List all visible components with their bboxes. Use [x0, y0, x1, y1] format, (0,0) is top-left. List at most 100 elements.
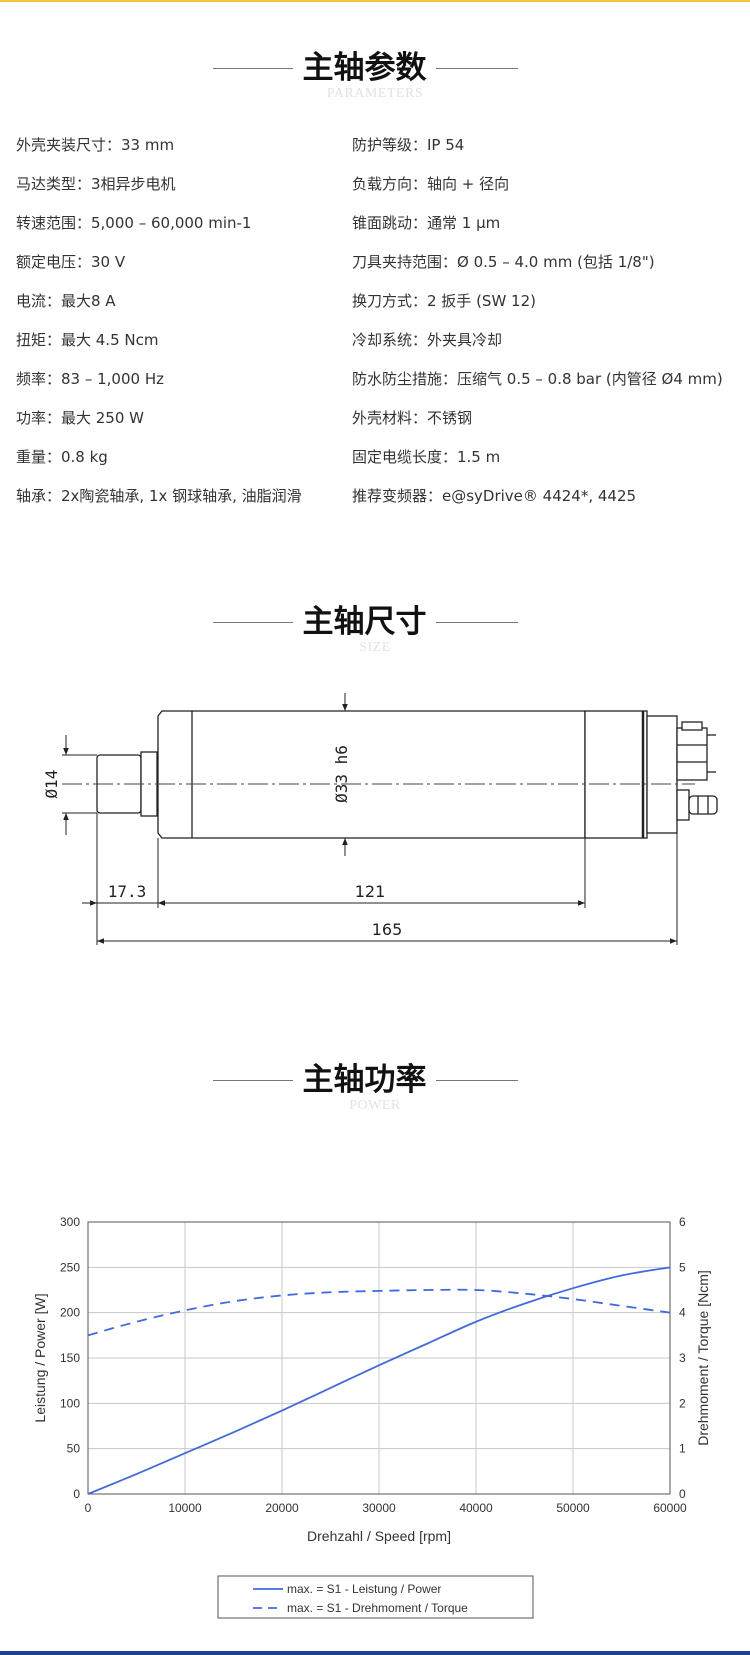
- y2-tick-label: 1: [679, 1442, 686, 1456]
- air-fitting-nozzle-shape: [688, 795, 718, 815]
- dim-label-nose-length: 17.3: [108, 882, 147, 901]
- chart-grid: [87, 1221, 671, 1495]
- param-left: 重量：0.8 kg: [16, 448, 108, 466]
- param-row: 轴承：2x陶瓷轴承, 1x 钢球轴承, 油脂润滑 推荐变频器：e@syDrive®…: [16, 483, 750, 522]
- y-tick-label: 50: [67, 1442, 81, 1456]
- param-right: 冷却系统：外夹具冷却: [352, 331, 503, 349]
- param-row: 功率：最大 250 W 外壳材料：不锈钢: [16, 405, 750, 444]
- param-left: 马达类型：3相异步电机: [16, 175, 176, 193]
- x-tick-label: 50000: [556, 1501, 590, 1515]
- param-right: 固定电缆长度：1.5 m: [352, 448, 501, 466]
- y2-tick-label: 3: [679, 1351, 686, 1365]
- dim-label-total-length: 165: [372, 920, 403, 939]
- section-title-power: 主轴功率: [302, 1062, 427, 1098]
- length-dimension-lines: [82, 900, 677, 944]
- param-left: 转速范围：5,000 – 60,000 min-1: [16, 214, 252, 232]
- gland-top-shape: [681, 721, 703, 731]
- y-tick-label: 200: [60, 1306, 80, 1320]
- section-subtitle-size: SIZE: [359, 640, 391, 655]
- param-row: 重量：0.8 kg 固定电缆长度：1.5 m: [16, 444, 750, 483]
- header-rule-right: [436, 622, 518, 623]
- y2-tick-label: 6: [679, 1215, 686, 1229]
- top-accent-line: [0, 0, 750, 2]
- header-rule-left: [213, 1080, 293, 1081]
- series-line-power: [87, 1266, 671, 1495]
- dimension-drawing: Ø14 Ø33 h6 17.3 121 165: [42, 693, 718, 945]
- rear-cap-shape: [584, 710, 648, 839]
- collet-diameter-dimension: [62, 735, 97, 835]
- param-right: 锥面跳动：通常 1 µm: [352, 214, 501, 232]
- param-right: 防水防尘措施：压缩气 0.5 – 0.8 bar (内管径 Ø4 mm): [352, 370, 723, 388]
- x-tick-label: 20000: [265, 1501, 299, 1515]
- param-left: 频率：83 – 1,000 Hz: [16, 370, 164, 388]
- extension-lines: [96, 813, 678, 945]
- x-tick-label: 60000: [653, 1501, 687, 1515]
- param-left: 外壳夹装尺寸：33 mm: [16, 136, 175, 154]
- end-cap-shape: [646, 715, 678, 834]
- y2-tick-label: 4: [679, 1306, 686, 1320]
- spindle-body-shape: [157, 710, 586, 839]
- param-right: 外壳材料：不锈钢: [352, 409, 473, 427]
- header-rule-left: [213, 68, 293, 69]
- section-subtitle-params: PARAMETERS: [326, 86, 424, 101]
- param-left: 扭矩：最大 4.5 Ncm: [16, 331, 159, 349]
- legend-label-torque: max. = S1 - Drehmoment / Torque: [287, 1601, 468, 1615]
- y2-tick-label: 0: [679, 1487, 686, 1501]
- section-header-power: 主轴功率 POWER: [0, 1058, 750, 1118]
- spindle-outline: [96, 710, 718, 839]
- bottom-accent-line: [0, 1651, 750, 1655]
- y-tick-labels: 0 50 100 150 200 250 300: [60, 1215, 80, 1501]
- dim-label-collet-diameter: Ø14: [42, 770, 61, 799]
- param-row: 额定电压：30 V 刀具夹持范围：Ø 0.5 – 4.0 mm (包括 1/8"): [16, 249, 750, 288]
- y-tick-label: 0: [73, 1487, 80, 1501]
- param-left: 额定电压：30 V: [16, 253, 126, 271]
- section-header-params: 主轴参数 PARAMETERS: [0, 46, 750, 106]
- header-rule-left: [213, 622, 293, 623]
- y-tick-label: 250: [60, 1260, 80, 1274]
- chart-legend: [217, 1575, 534, 1619]
- y2-axis-label: Drehmoment / Torque [Ncm]: [695, 1270, 711, 1446]
- y2-tick-label: 5: [679, 1260, 686, 1274]
- param-row: 外壳夹装尺寸：33 mm 防护等级：IP 54: [16, 132, 750, 171]
- x-tick-label: 10000: [168, 1501, 202, 1515]
- y-tick-label: 150: [60, 1351, 80, 1365]
- param-row: 频率：83 – 1,000 Hz 防水防尘措施：压缩气 0.5 – 0.8 bar…: [16, 366, 750, 405]
- y2-tick-labels: 0 1 2 3 4 5 6: [679, 1215, 686, 1501]
- plot-frame: [87, 1221, 671, 1495]
- x-tick-labels: 0 10000 20000 30000 40000 50000 60000: [85, 1501, 687, 1515]
- x-tick-label: 0: [85, 1501, 92, 1515]
- header-rule-right: [436, 1080, 518, 1081]
- param-left: 电流：最大8 A: [16, 292, 116, 310]
- section-title-params: 主轴参数: [302, 50, 427, 86]
- param-row: 扭矩：最大 4.5 Ncm 冷却系统：外夹具冷却: [16, 327, 750, 366]
- dim-label-body-length: 121: [355, 882, 386, 901]
- param-row: 马达类型：3相异步电机负载方向：轴向 + 径向: [16, 171, 750, 210]
- parameters-list: 外壳夹装尺寸：33 mm 防护等级：IP 54 马达类型：3相异步电机负载方向：轴…: [16, 132, 750, 522]
- param-left: 轴承：2x陶瓷轴承, 1x 钢球轴承, 油脂润滑: [16, 487, 302, 505]
- dim-label-body-diameter: Ø33 h6: [332, 745, 351, 803]
- legend-label-power: max. = S1 - Leistung / Power: [287, 1582, 441, 1596]
- param-left: 功率：最大 250 W: [16, 409, 144, 427]
- param-right: 防护等级：IP 54: [352, 136, 465, 154]
- header-rule-right: [436, 68, 518, 69]
- param-right: 推荐变频器：e@syDrive® 4424*, 4425: [352, 487, 637, 505]
- y-tick-label: 100: [60, 1396, 80, 1410]
- section-title-size: 主轴尺寸: [302, 604, 427, 640]
- param-right: 刀具夹持范围：Ø 0.5 – 4.0 mm (包括 1/8"): [352, 253, 655, 271]
- cable-gland-shape: [676, 727, 708, 781]
- param-row: 电流：最大8 A 换刀方式：2 扳手 (SW 12): [16, 288, 750, 327]
- y-tick-label: 300: [60, 1215, 80, 1229]
- series-line-torque: [87, 1288, 671, 1337]
- x-axis-label: Drehzahl / Speed [rpm]: [307, 1528, 451, 1544]
- y-axis-label: Leistung / Power [W]: [32, 1293, 48, 1422]
- param-row: 转速范围：5,000 – 60,000 min-1 锥面跳动：通常 1 µm: [16, 210, 750, 249]
- x-tick-label: 30000: [362, 1501, 396, 1515]
- section-header-size: 主轴尺寸 SIZE: [0, 600, 750, 660]
- y2-tick-label: 2: [679, 1396, 686, 1410]
- x-tick-label: 40000: [459, 1501, 493, 1515]
- air-fitting-shape: [676, 789, 690, 821]
- param-right: 换刀方式：2 扳手 (SW 12): [352, 292, 536, 310]
- chart-series: [87, 1266, 671, 1495]
- section-subtitle-power: POWER: [349, 1098, 401, 1113]
